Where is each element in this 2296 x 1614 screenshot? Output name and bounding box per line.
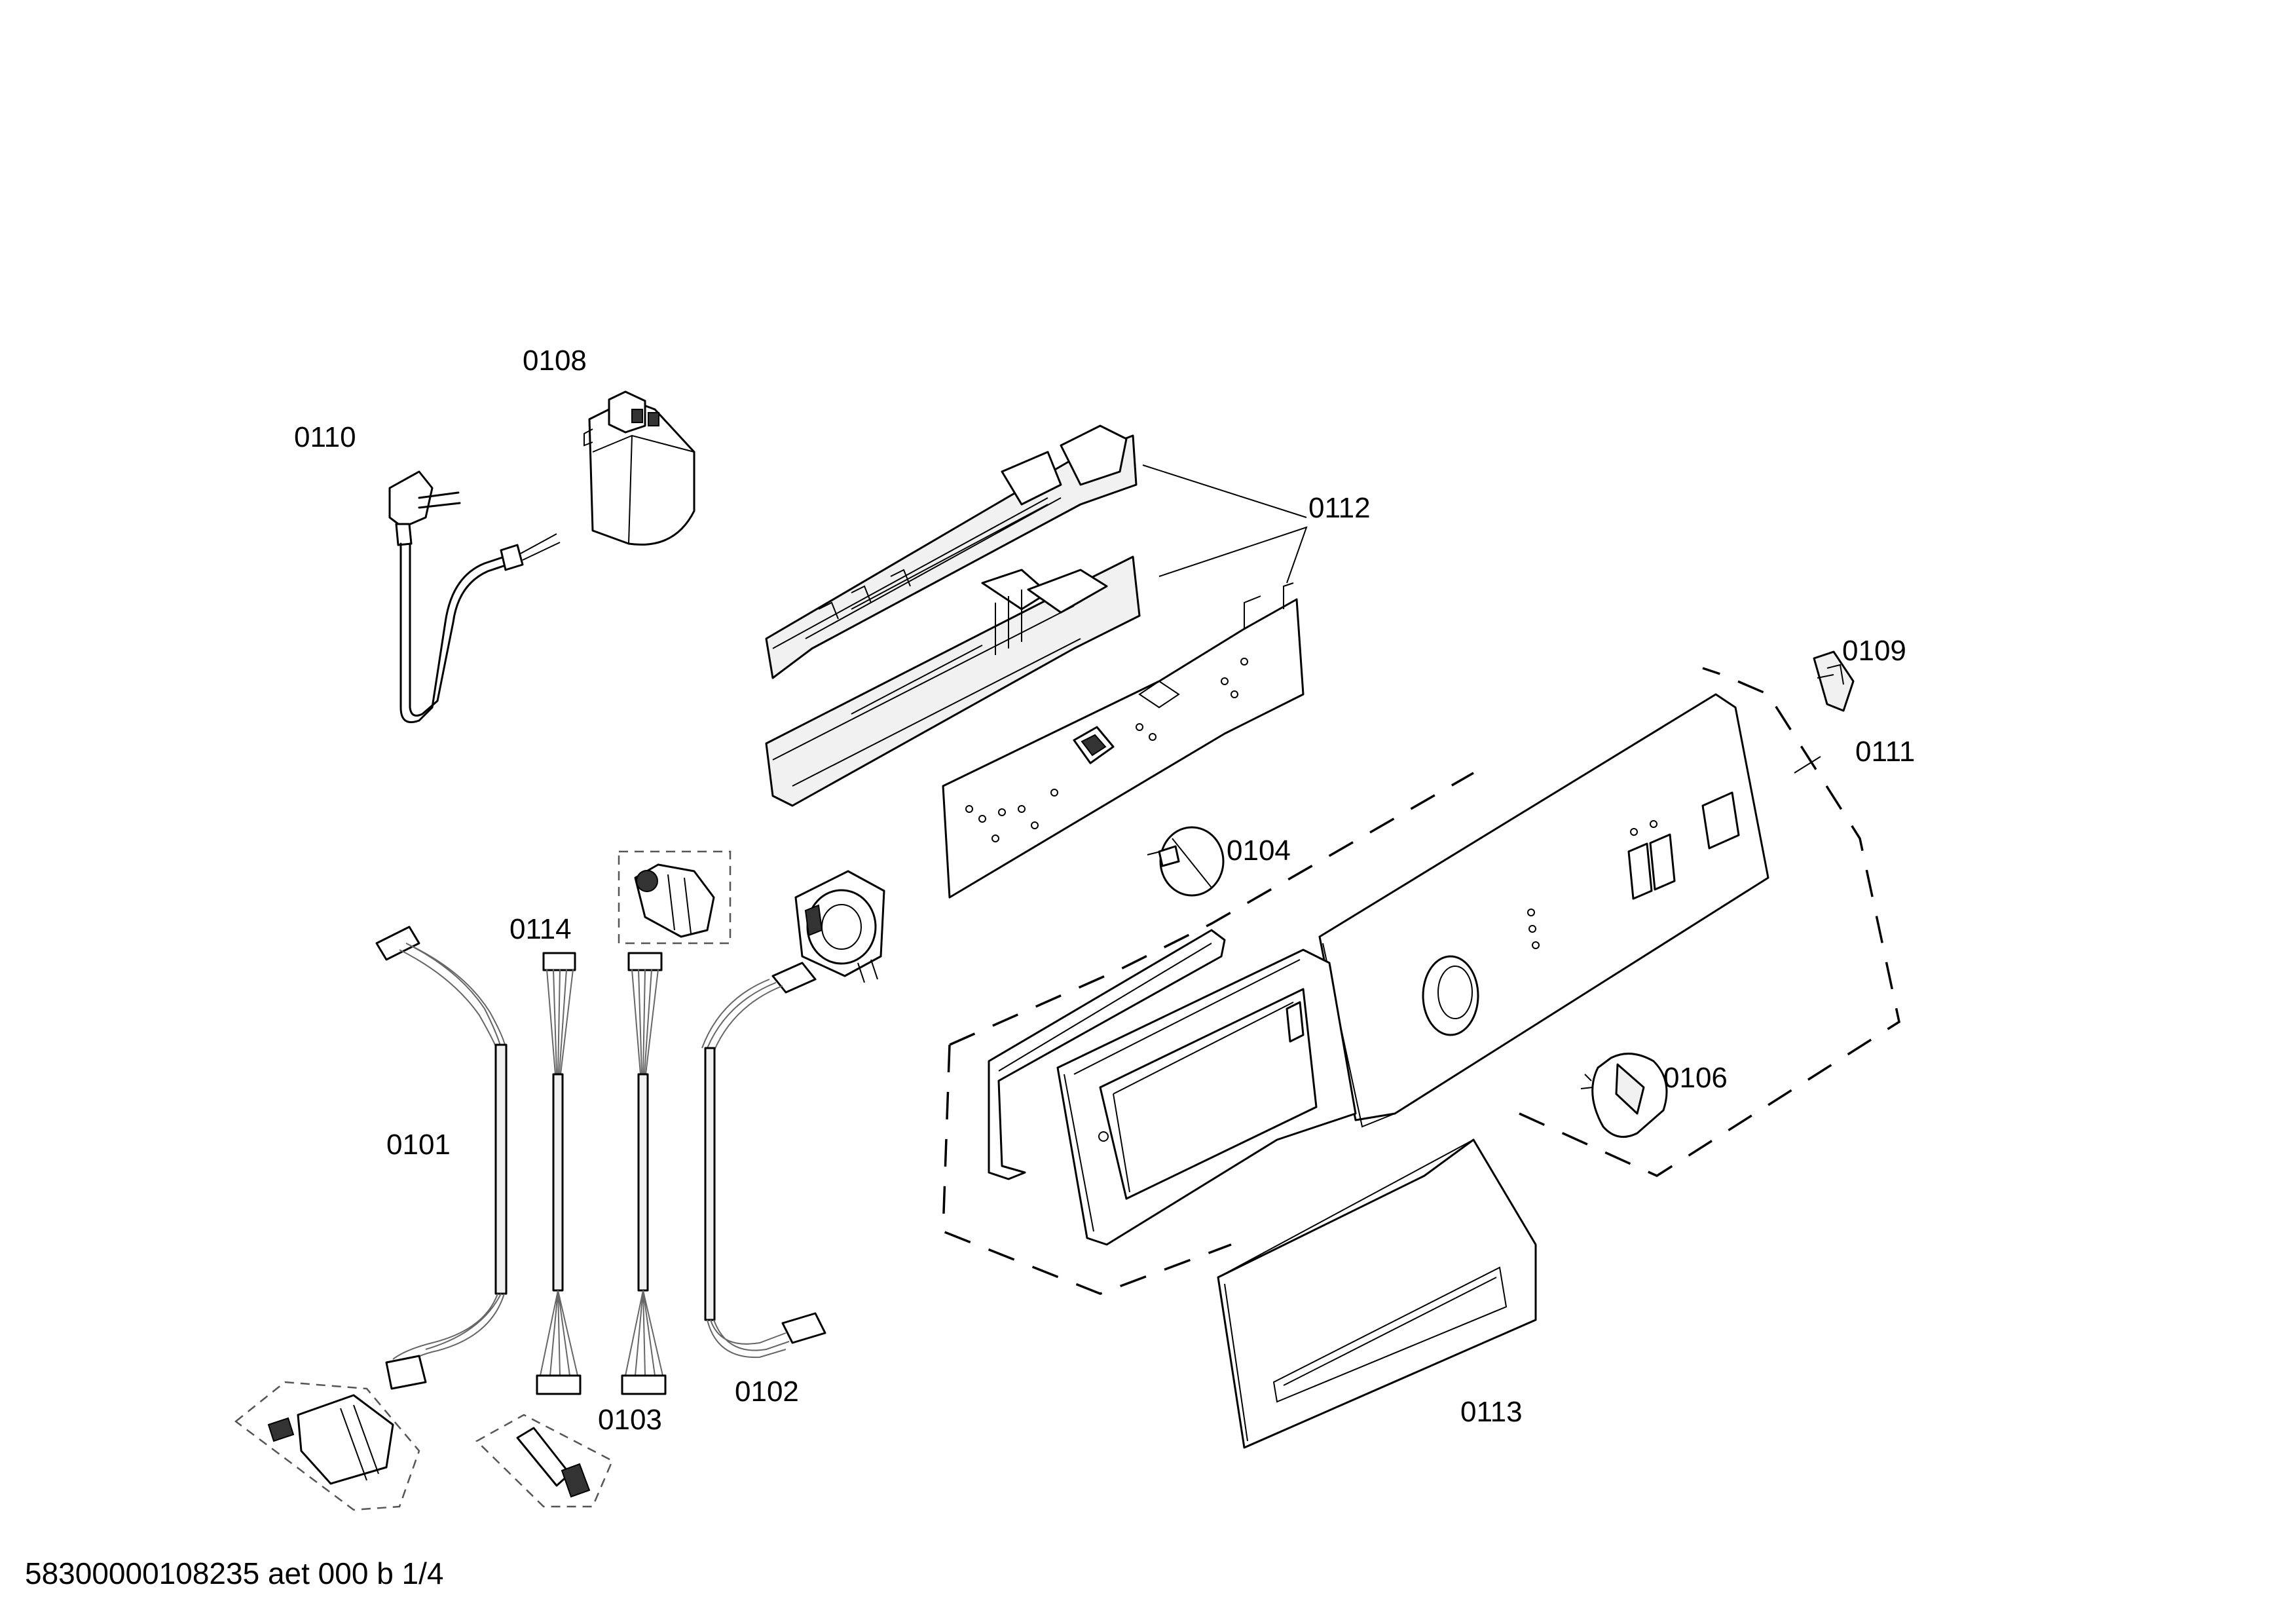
callout-0109: 0109: [1842, 635, 1906, 667]
selector-knob-part-0106: [1580, 1053, 1668, 1138]
drawer-frame: [1056, 948, 1357, 1246]
front-panel-group-outline: [942, 667, 1900, 1295]
callout-0101: 0101: [386, 1129, 451, 1161]
callout-0110: 0110: [294, 421, 356, 453]
callout-0103: 0103: [598, 1404, 662, 1436]
drawer-seal: [988, 929, 1226, 1180]
callout-0108: 0108: [523, 345, 587, 377]
interference-filter-part-0108: [583, 390, 695, 546]
bracket-part-0109: [1813, 650, 1855, 712]
drawing-reference-code: 58300000108235 aet 000 b 1/4: [25, 1556, 444, 1590]
control-module-part-0112: [765, 424, 1308, 899]
wiring-harness-part-0101: [234, 926, 508, 1511]
power-cord-part-0110: [388, 470, 561, 723]
callout-0102: 0102: [735, 1376, 799, 1408]
control-panel-fascia-part-0111: [1318, 693, 1821, 1128]
wiring-harness-part-0103: [618, 850, 731, 1395]
callout-0111: 0111: [1855, 736, 1915, 768]
callout-0114: 0114: [509, 913, 572, 945]
callout-0113: 0113: [1460, 1396, 1523, 1428]
wiring-harness-part-0102: [701, 870, 885, 1359]
callout-0112: 0112: [1308, 492, 1371, 524]
callout-0104: 0104: [1227, 835, 1291, 867]
callout-0106: 0106: [1663, 1062, 1728, 1094]
drawer-handle-part-0113: [1217, 1138, 1537, 1449]
program-selector-shaft-part-0104: [1147, 826, 1225, 897]
wiring-harness-part-0114: [475, 952, 614, 1508]
